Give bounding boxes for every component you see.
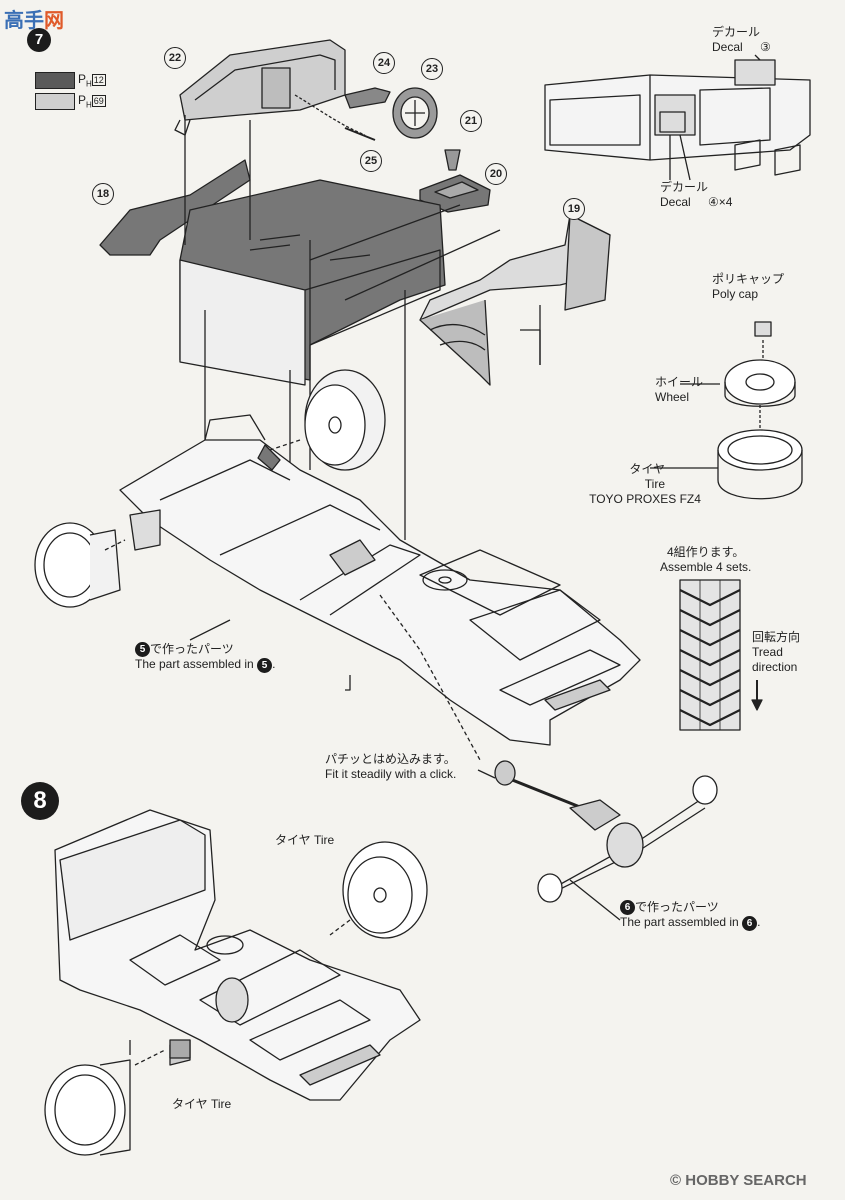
steering-wheel-part [392,87,438,139]
chassis-frame-8 [54,809,421,1101]
part-number-23: 23 [421,58,443,80]
part-number-19: 19 [563,198,585,220]
part-number-21: 21 [460,110,482,132]
part-number-25: 25 [360,150,382,172]
wheel-detail [650,321,803,500]
step-8-badge: 8 [21,782,59,820]
decal-top-label: デカール Decal ③ [712,25,771,54]
part-number-22: 22 [164,47,186,69]
hobby-search-watermark: © HOBBY SEARCH [670,1172,807,1189]
watermark-brand: 网 [44,10,64,32]
dashboard-part [174,39,346,136]
front-wheel-8 [44,1039,191,1156]
dashboard-detail [544,54,811,181]
part-number-18: 18 [92,183,114,205]
watermark-text: 高手 [4,10,44,32]
tire-label: タイヤ Tire TOYO PROXES FZ4 [589,462,701,506]
tire-label-step8-bottom: タイヤ Tire [172,1097,232,1111]
floor-tub-part [179,179,446,386]
part-number-24: 24 [373,52,395,74]
seats-part [419,214,611,386]
front-wheel-7 [257,369,386,471]
assemble-label: 4組作ります。Assemble 4 sets. [660,545,752,574]
rear-wheel-8 [329,841,428,939]
click-label: パチッとはめ込みます。Fit it steadily with a click. [325,752,457,781]
step-7-badge: 7 [27,28,51,52]
legend-swatch-light [35,93,75,110]
watermark-logo: 高手网 [4,4,64,33]
left-wheel-7 [34,509,161,608]
part-number-20: 20 [485,163,507,185]
decal-bottom-label: デカール Decal ④×4 [660,180,733,209]
tire-label-step8-top: タイヤ Tire [275,833,335,847]
tread-pattern [679,579,741,731]
rear-axle-part [494,760,718,921]
legend-swatch-dark [35,72,75,89]
chassis-frame-7 [119,414,641,746]
